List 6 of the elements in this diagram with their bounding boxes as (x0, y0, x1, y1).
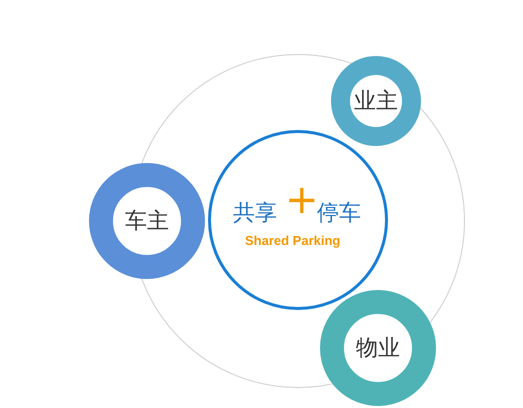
title-text: 共享 (233, 203, 277, 225)
role-label: 业主 (354, 88, 398, 116)
role-label: 物业 (356, 335, 400, 363)
title-text: 停车 (317, 203, 361, 225)
role-label: 车主 (125, 208, 169, 236)
subtitle-text: Shared Parking (245, 234, 340, 247)
